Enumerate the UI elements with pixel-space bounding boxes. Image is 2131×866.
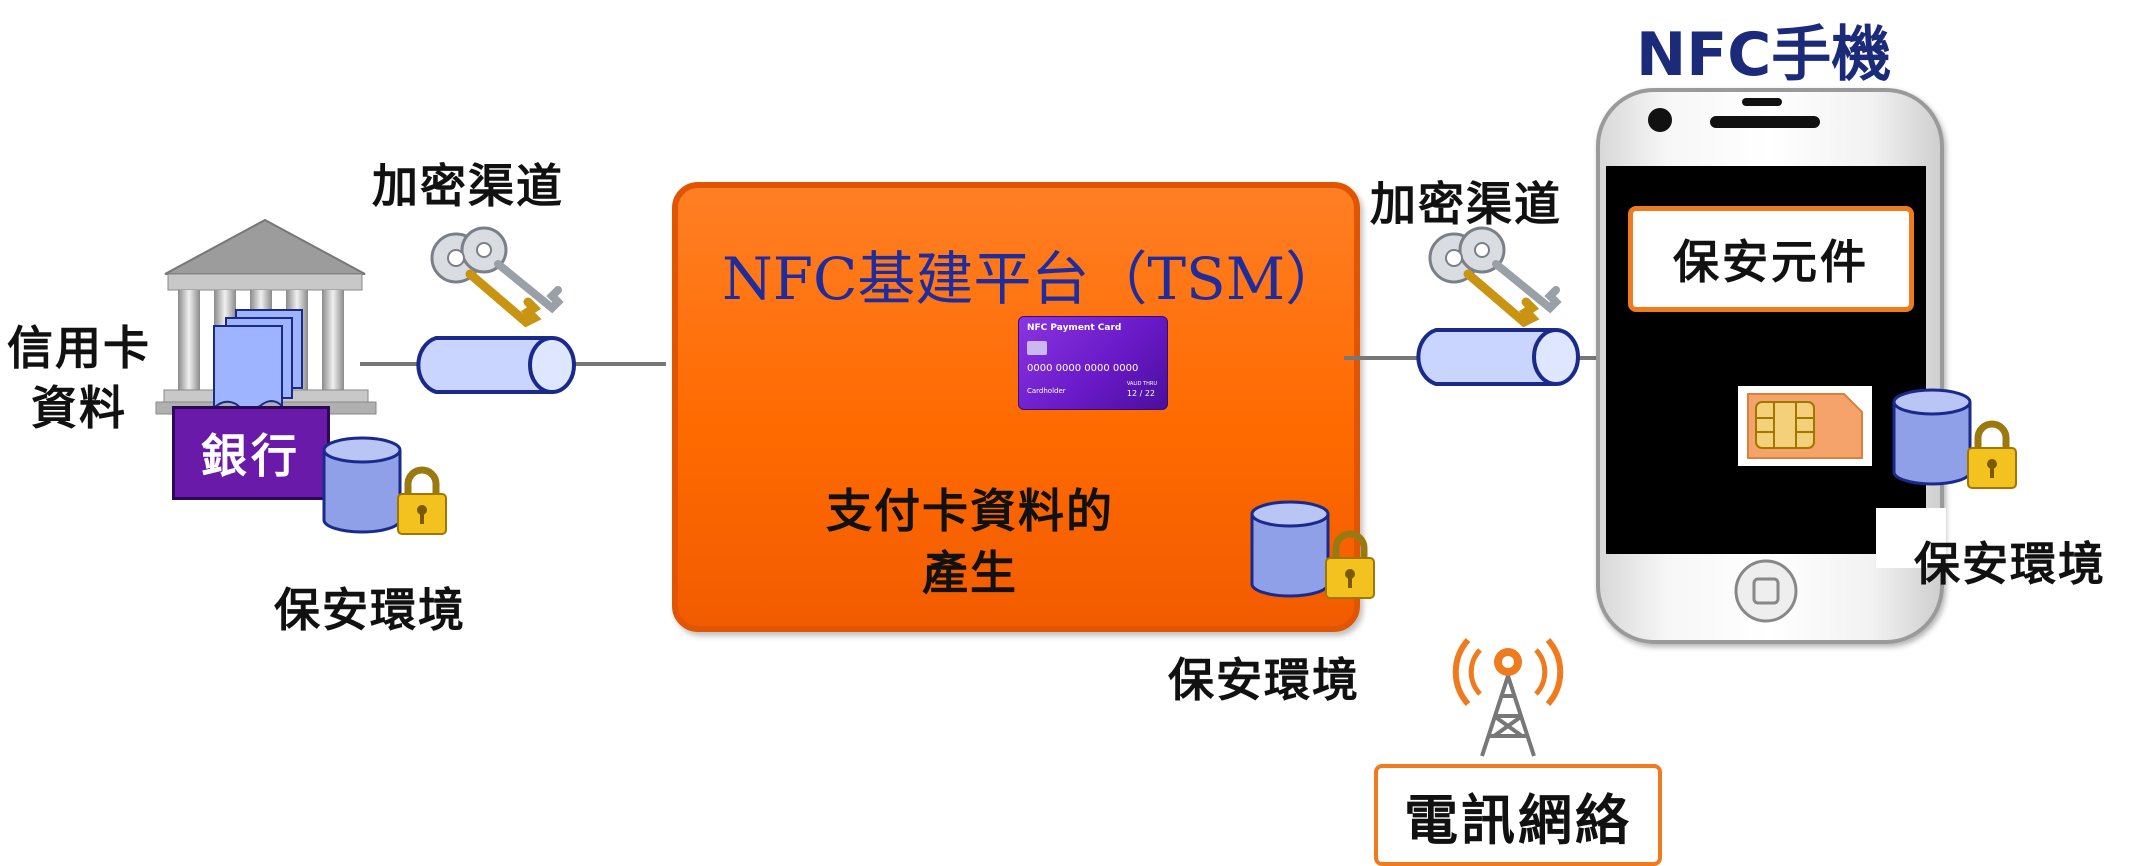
tsm-description: 支付卡資料的 產生 xyxy=(790,480,1150,604)
tsm-env-label: 保安環境 xyxy=(1168,653,1360,707)
right-channel-label: 加密渠道 xyxy=(1370,177,1562,231)
right-pipe-tunnel-icon xyxy=(1416,328,1580,386)
payment-card-expiry: 12 / 22 xyxy=(1126,389,1155,398)
tsm-desc-line1: 支付卡資料的 xyxy=(826,484,1114,538)
card-data-label: 信用卡 資料 xyxy=(4,318,154,438)
home-button-icon xyxy=(1734,559,1798,623)
card-data-label-line1: 信用卡 xyxy=(7,321,151,375)
tsm-desc-line2: 產生 xyxy=(922,546,1018,600)
left-keys-icon xyxy=(430,226,564,328)
tsm-platform-box xyxy=(672,182,1360,632)
payment-card-holder: Cardholder xyxy=(1027,387,1066,395)
left-pipe-tunnel-icon xyxy=(416,336,576,394)
phone-sensor-icon xyxy=(1742,98,1782,106)
phone-database-lock-icon xyxy=(1892,388,2017,489)
document-stack-icon xyxy=(213,309,303,411)
phone-speaker-icon xyxy=(1710,116,1820,128)
payment-card-valid-label: VALID THRU xyxy=(1126,381,1157,387)
sim-card-icon xyxy=(1738,386,1872,466)
payment-card: NFC Payment Card 0000 0000 0000 0000 Car… xyxy=(1018,316,1168,410)
antenna-tower-icon xyxy=(1452,638,1564,757)
right-keys-icon xyxy=(1428,226,1562,328)
left-channel-label: 加密渠道 xyxy=(372,159,564,213)
phone-env-label: 保安環境 xyxy=(1914,537,2106,591)
phone-env-label-bg xyxy=(1876,508,1946,568)
payment-card-title: NFC Payment Card xyxy=(1027,323,1122,333)
card-data-label-line2: 資料 xyxy=(31,381,127,435)
secure-element-box: 保安元件 xyxy=(1628,206,1914,312)
payment-card-number: 0000 0000 0000 0000 xyxy=(1027,363,1139,374)
bank-database-lock-icon xyxy=(322,436,447,535)
phone-camera-icon xyxy=(1648,108,1672,132)
bank-box: 銀行 xyxy=(172,406,330,500)
bank-env-label: 保安環境 xyxy=(274,583,466,637)
card-chip-icon xyxy=(1027,341,1047,355)
tsm-database-lock-icon xyxy=(1250,500,1375,599)
phone-title: NFC手機 xyxy=(1636,20,1892,90)
tsm-title: NFC基建平台（TSM） xyxy=(722,245,1344,313)
telecom-network-box: 電訊網絡 xyxy=(1374,764,1662,866)
